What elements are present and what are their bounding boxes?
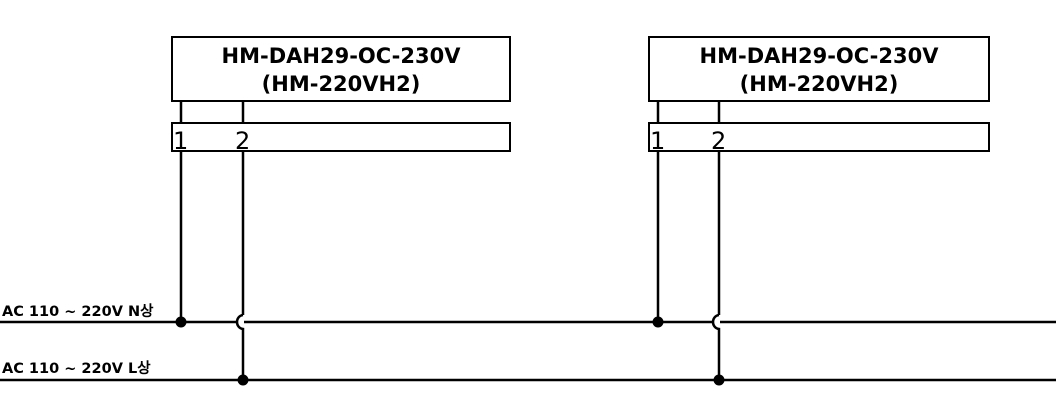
device-2-terminal-2-hop [711, 313, 721, 380]
device-2-title-line2: (HM-220VH2) [740, 72, 899, 96]
device-1-terminal-strip [171, 122, 511, 152]
device-1-terminal-2-hop [235, 313, 245, 380]
device-2-terminal-strip [648, 122, 990, 152]
device-1-title-line2: (HM-220VH2) [262, 72, 421, 96]
device-2-l-junction [713, 374, 725, 386]
bus-l-label: AC 110 ~ 220V L상 [2, 360, 151, 377]
device-2-title-line1: HM-DAH29-OC-230V [700, 44, 940, 68]
device-1-title-line1: HM-DAH29-OC-230V [222, 44, 462, 68]
device-1-l-junction [237, 374, 249, 386]
device-2-title-box [648, 36, 990, 102]
device-1-n-junction [175, 316, 187, 328]
device-1: HM-DAH29-OC-230V (HM-220VH2) 1 2 [171, 36, 511, 380]
device-1-terminal-1-label: 1 [173, 127, 188, 155]
bus-n-label: AC 110 ~ 220V N상 [2, 303, 154, 320]
device-2-terminal-2-label: 2 [711, 127, 726, 155]
bus-n: AC 110 ~ 220V N상 [0, 303, 1056, 328]
device-2-terminal-1-label: 1 [650, 127, 665, 155]
device-1-terminal-2-label: 2 [235, 127, 250, 155]
device-2-n-junction [652, 316, 664, 328]
device-2: HM-DAH29-OC-230V (HM-220VH2) 1 2 [648, 36, 990, 380]
bus-l: AC 110 ~ 220V L상 [0, 360, 1056, 386]
device-1-title-box [171, 36, 511, 102]
